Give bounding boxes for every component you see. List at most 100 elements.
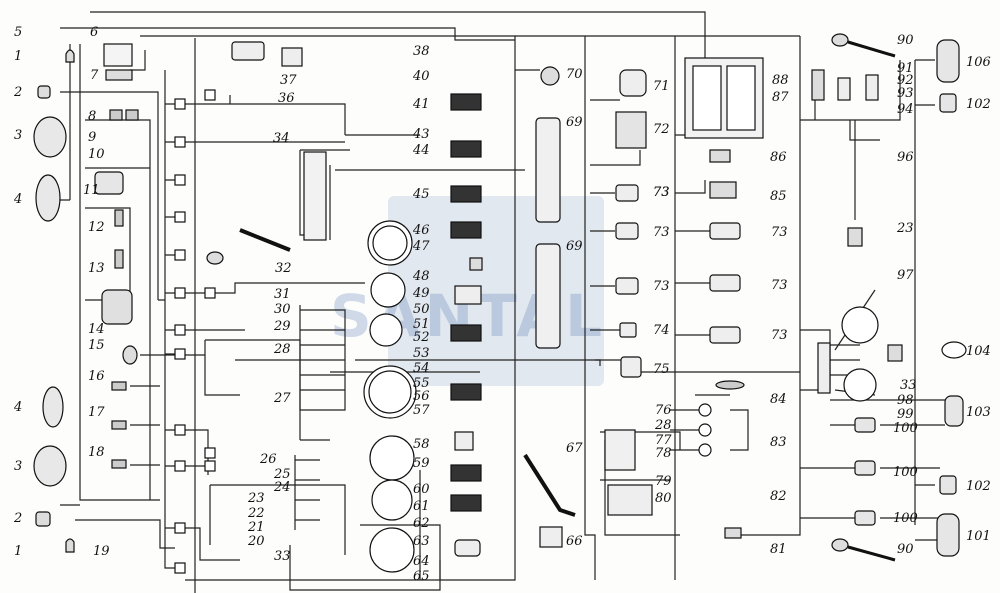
callout-label-85: 85	[770, 189, 787, 204]
indicator-60	[450, 464, 482, 482]
gauge-61	[371, 479, 413, 521]
indicator-41	[450, 93, 482, 111]
callout-label-54: 54	[413, 361, 430, 376]
callout-label-21: 21	[247, 520, 265, 535]
lamp-36	[231, 41, 265, 61]
callout-label-46: 46	[412, 223, 430, 238]
marker-lamp-top	[37, 85, 51, 99]
callout-label-57: 57	[413, 403, 430, 418]
unit-48	[469, 257, 483, 271]
callout-label-16: 16	[88, 369, 105, 384]
callout-label-104: 104	[966, 344, 991, 359]
callout-label-58: 58	[413, 437, 430, 452]
callout-label-4b: 4	[13, 400, 22, 415]
callout-label-73g: 73	[653, 185, 670, 200]
callout-label-36: 36	[278, 91, 295, 106]
callout-label-6: 6	[90, 25, 98, 40]
callout-label-72: 72	[653, 122, 670, 137]
callout-label-38: 38	[413, 44, 430, 59]
callout-label-90a: 90	[897, 33, 914, 48]
callout-label-31: 31	[274, 287, 291, 302]
callout-label-93: 93	[897, 86, 914, 101]
callout-label-49: 49	[412, 286, 430, 301]
callout-label-32: 32	[275, 261, 292, 276]
horn-11	[94, 171, 124, 195]
callout-label-61: 61	[413, 499, 430, 514]
callout-label-73f: 73	[771, 328, 788, 343]
callout-label-73d: 73	[771, 225, 788, 240]
tail-lamp-106	[936, 39, 960, 83]
lamp-102-bottom	[939, 475, 957, 495]
callout-label-44: 44	[412, 143, 430, 158]
gauge-98	[843, 368, 877, 402]
switch-86	[709, 149, 731, 163]
ignition-63	[454, 539, 481, 557]
tachometer-59	[369, 435, 415, 481]
gauge-97	[841, 306, 879, 344]
speedometer-57	[363, 365, 417, 419]
callout-label-25: 25	[273, 467, 291, 482]
callout-label-40: 40	[412, 69, 430, 84]
connector-7	[105, 69, 133, 81]
callout-label-69b: 69	[566, 239, 583, 254]
callout-label-50: 50	[413, 302, 430, 317]
callout-label-52: 52	[413, 330, 430, 345]
callout-label-63: 63	[413, 534, 430, 549]
unit-91	[811, 69, 825, 101]
callout-label-81: 81	[770, 542, 787, 557]
callout-label-10: 10	[88, 147, 105, 162]
callout-label-28a: 28	[273, 342, 291, 357]
side-lamp-top	[65, 49, 75, 63]
callout-label-43: 43	[412, 127, 430, 142]
indicator-45	[450, 185, 482, 203]
callout-label-103: 103	[966, 405, 991, 420]
horn-relay-76	[604, 429, 636, 471]
callout-label-74: 74	[653, 323, 670, 338]
sensor-33	[887, 344, 903, 362]
callout-label-17: 17	[88, 405, 105, 420]
callout-label-28b: 28	[654, 418, 672, 433]
indicator-62	[450, 494, 482, 512]
gauge-49	[370, 272, 406, 308]
callout-label-41: 41	[412, 97, 430, 112]
lever-67	[523, 453, 576, 517]
callout-label-101: 101	[966, 529, 991, 544]
callout-label-20: 20	[247, 534, 265, 549]
callout-label-92: 92	[897, 73, 914, 88]
callout-label-99: 99	[897, 407, 914, 422]
callout-label-55: 55	[413, 376, 430, 391]
callout-label-4a: 4	[13, 192, 22, 207]
callout-label-59: 59	[413, 456, 430, 471]
callout-label-8: 8	[88, 109, 96, 124]
callout-label-64: 64	[413, 554, 430, 569]
callout-label-5: 5	[14, 25, 22, 40]
callout-label-19: 19	[93, 544, 110, 559]
callout-label-27: 27	[273, 391, 291, 406]
callout-label-23a: 23	[247, 491, 265, 506]
callout-label-2a: 2	[13, 85, 22, 100]
callout-label-73a: 73	[653, 185, 670, 200]
relay-71	[619, 69, 647, 97]
callout-label-73c: 73	[653, 279, 670, 294]
callout-label-65: 65	[413, 569, 430, 584]
switch-58	[454, 431, 474, 451]
connector-69-bottom	[535, 243, 561, 349]
connector-69-top	[535, 117, 561, 223]
callout-label-24: 24	[273, 480, 291, 495]
callout-label-33a: 33	[274, 549, 291, 564]
callout-label-18: 18	[88, 445, 105, 460]
switch-15	[122, 345, 138, 365]
indicator-44	[450, 140, 482, 158]
callout-label-86: 86	[770, 150, 787, 165]
callout-label-94: 94	[897, 102, 914, 117]
callout-label-26: 26	[259, 452, 277, 467]
callout-label-23b: 23	[896, 221, 914, 236]
fog-lamp-left	[35, 174, 61, 222]
callout-label-12: 12	[88, 220, 105, 235]
indicator-46	[450, 221, 482, 239]
callout-label-37: 37	[280, 73, 297, 88]
headlight-lower	[33, 445, 67, 487]
unit-66	[539, 526, 563, 548]
callout-label-60: 60	[413, 482, 430, 497]
